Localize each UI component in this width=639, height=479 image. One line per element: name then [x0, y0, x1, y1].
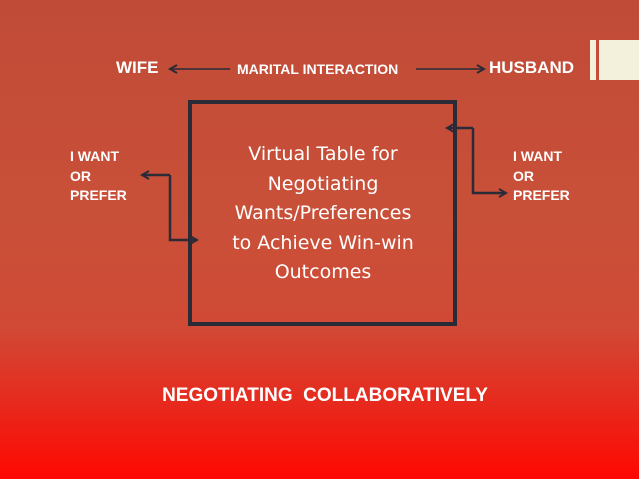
wife-want-label: I WANT OR PREFER: [70, 147, 127, 206]
box-line: Wants/Preferences: [234, 202, 412, 224]
wife-label: WIFE: [116, 58, 159, 77]
label-line: OR: [70, 167, 91, 184]
label-line: PREFER: [70, 187, 127, 203]
husband-label: HUSBAND: [489, 58, 574, 77]
husband-want-label: I WANT OR PREFER: [513, 147, 570, 206]
label-line: PREFER: [513, 187, 570, 203]
husband-bidirectional-arrow: [471, 128, 506, 193]
box-line: Virtual Table for: [248, 143, 398, 165]
decorative-bar-thin: [590, 40, 596, 80]
box-line: Negotiating: [267, 172, 379, 195]
marital-interaction-label: MARITAL INTERACTION: [237, 61, 399, 77]
label-line: I WANT: [70, 148, 119, 164]
footer-title: NEGOTIATING COLLABORATIVELY: [162, 385, 488, 406]
label-line: OR: [513, 167, 534, 184]
wife-bidirectional-arrow: [168, 175, 197, 240]
virtual-table-text: Virtual Table for Negotiating Wants/Pref…: [192, 140, 454, 288]
box-line: to Achieve Win-win: [232, 231, 414, 254]
box-line: Outcomes: [274, 261, 372, 283]
decorative-bar-wide: [599, 40, 639, 80]
label-line: I WANT: [513, 148, 562, 164]
virtual-table-box: [188, 100, 457, 326]
